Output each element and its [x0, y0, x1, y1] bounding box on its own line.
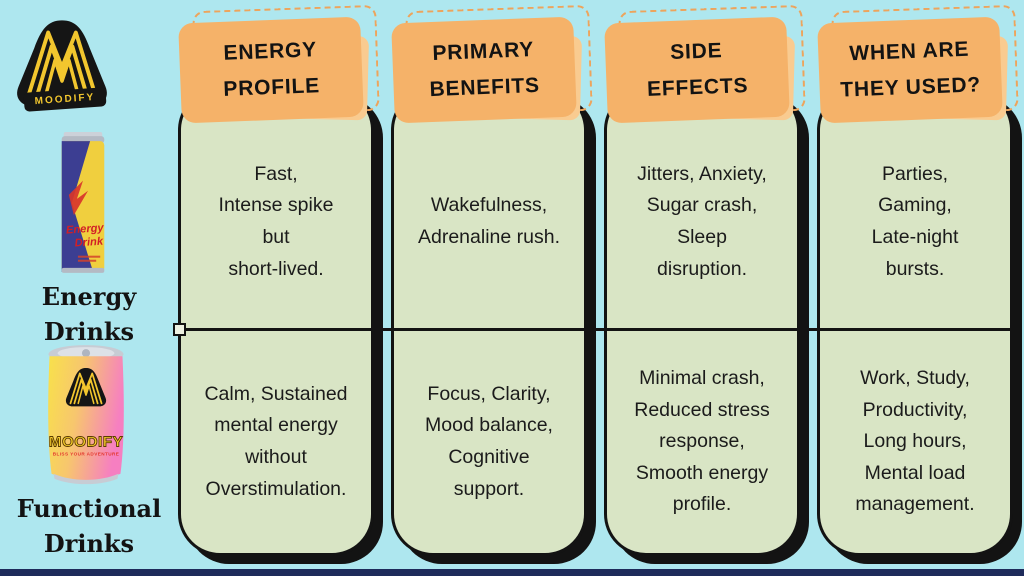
row-label-functional-drinks: Functional Drinks — [16, 494, 162, 558]
cell-side-effects-energy-drinks: Jitters, Anxiety, Sugar crash, Sleep dis… — [637, 162, 767, 280]
row-divider-line — [179, 328, 1021, 331]
row-divider-handle — [173, 323, 186, 336]
column-primary-benefits: PRIMARY BENEFITS Wakefulness, Adrenaline… — [391, 0, 595, 576]
cell-when-used-energy-drinks: Parties, Gaming, Late-night bursts. — [871, 162, 959, 280]
column-side-effects: SIDE EFFECTS Jitters, Anxiety, Sugar cra… — [604, 0, 808, 576]
functional-can-tagline: BLISS YOUR ADVENTURE — [53, 452, 120, 457]
column-card — [391, 88, 587, 556]
header-title: ENERGY PROFILE — [178, 16, 364, 124]
cell-side-effects-functional-drinks: Minimal crash, Reduced stress response, … — [634, 367, 770, 516]
cell-energy-profile-energy-drinks: Fast, Intense spike but short-lived. — [218, 162, 334, 280]
header-title: SIDE EFFECTS — [604, 16, 790, 124]
moodify-logo-icon: MOODIFY — [10, 6, 114, 118]
column-header: ENERGY PROFILE — [178, 0, 382, 132]
column-when-used: WHEN ARE THEY USED? Parties, Gaming, Lat… — [817, 0, 1021, 576]
cell-when-used-functional-drinks: Work, Study, Productivity, Long hours, M… — [855, 367, 975, 516]
column-card — [817, 88, 1013, 556]
functional-drink-can-image: MOODIFY BLISS YOUR ADVENTURE — [40, 340, 132, 492]
cell-energy-profile-functional-drinks: Calm, Sustained mental energy without Ov… — [204, 382, 348, 500]
header-title: WHEN ARE THEY USED? — [817, 16, 1003, 124]
column-card — [604, 88, 800, 556]
energy-drink-can-image: Energy Drink — [55, 130, 111, 280]
cell-primary-benefits-functional-drinks: Focus, Clarity, Mood balance, Cognitive … — [425, 382, 553, 500]
cell-primary-benefits-energy-drinks: Wakefulness, Adrenaline rush. — [417, 194, 560, 248]
functional-can-brand: MOODIFY — [49, 433, 123, 450]
sidebar: MOODIFY Energy Drink Energy Drinks MOODI… — [0, 0, 178, 576]
energy-can-label-line1: Energy — [66, 222, 105, 237]
row-label-energy-drinks: Energy Drinks — [41, 282, 137, 346]
energy-can-label-line2: Drink — [74, 236, 104, 250]
column-energy-profile: ENERGY PROFILE Fast, Intense spike but s… — [178, 0, 382, 576]
column-card — [178, 88, 374, 556]
footer-accent-bar — [0, 569, 1024, 576]
column-header: PRIMARY BENEFITS — [391, 0, 595, 132]
column-header: WHEN ARE THEY USED? — [817, 0, 1021, 132]
column-header: SIDE EFFECTS — [604, 0, 808, 132]
header-title: PRIMARY BENEFITS — [391, 16, 577, 124]
